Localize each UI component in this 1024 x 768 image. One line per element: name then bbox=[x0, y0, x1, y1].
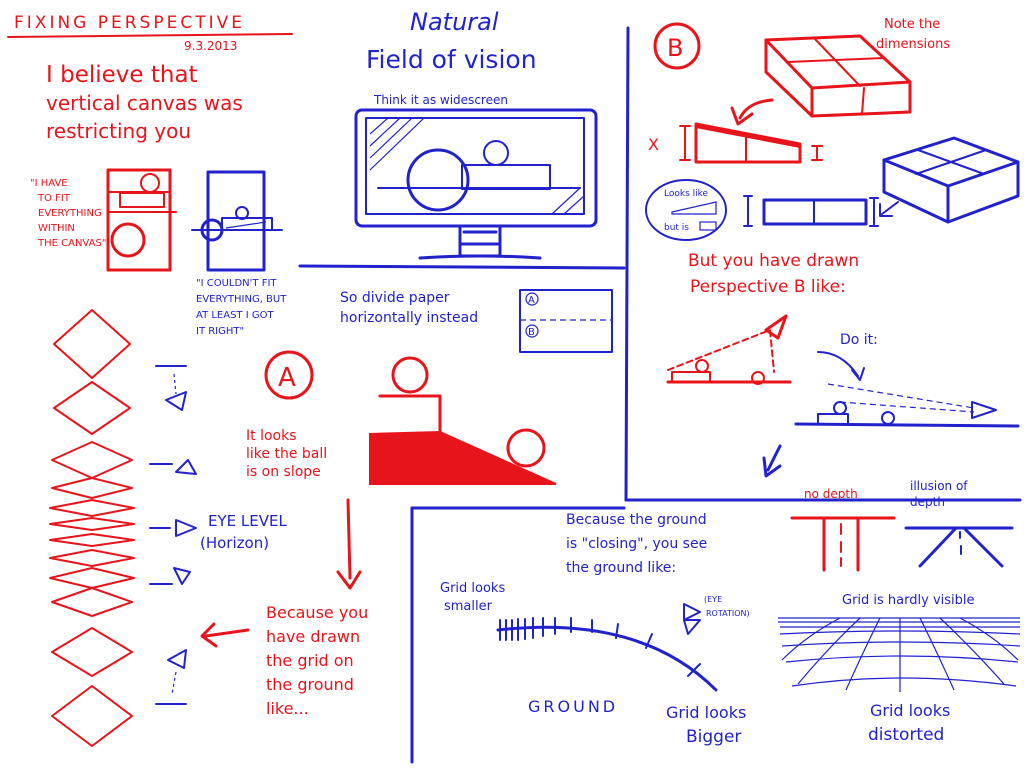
because-grid-line-4: the ground bbox=[266, 675, 354, 694]
quote-couldnt-fit: "I COULDN'T FIT EVERYTHING, BUT AT LEAST… bbox=[196, 278, 287, 337]
distorted-line-1: Grid looks bbox=[870, 701, 950, 720]
red-slope-shape bbox=[369, 430, 557, 485]
section-b: B Note the dimensions X Looks like bbox=[645, 17, 1020, 297]
distorted-line-2: distorted bbox=[868, 725, 944, 745]
grid-bigger-label: Grid looks Bigger bbox=[666, 703, 746, 747]
divide-panel-b: B bbox=[528, 327, 535, 338]
intro-line-1: I believe that bbox=[46, 62, 198, 88]
do-it-diagram: Do it: bbox=[762, 332, 1020, 478]
quote-fit-everything: "I HAVE TO FIT EVERYTHING WITHIN THE CAN… bbox=[30, 178, 106, 249]
smaller-line-2: smaller bbox=[444, 599, 493, 614]
note-line-2: dimensions bbox=[876, 37, 950, 52]
eye-level-line-2: (Horizon) bbox=[200, 534, 269, 552]
intro-line-2: vertical canvas was bbox=[46, 91, 243, 115]
eye-level-line-1: EYE LEVEL bbox=[208, 512, 287, 530]
natural-field-heading: Natural Field of vision Think it as wide… bbox=[366, 8, 537, 107]
distorted-grid-diagram: Grid is hardly visible Grid looks distor… bbox=[778, 593, 1021, 745]
quote-couldnt-line-4: IT RIGHT" bbox=[196, 326, 244, 337]
do-it-label: Do it: bbox=[840, 332, 878, 348]
illusion-depth-road: illusion of depth bbox=[904, 479, 1014, 568]
vertical-canvas-blue-sketch bbox=[191, 170, 283, 272]
intro-line-3: restricting you bbox=[46, 119, 191, 143]
looks-like-line-1: Looks like bbox=[664, 189, 709, 199]
divide-line-1: So divide paper bbox=[340, 290, 450, 306]
quote-fit-line-2: TO FIT bbox=[37, 193, 71, 204]
illusion-line-2: depth bbox=[910, 495, 945, 509]
grid-smaller-label: Grid looks smaller bbox=[440, 581, 505, 614]
divide-line-2: horizontally instead bbox=[340, 310, 478, 326]
quote-fit-line-1: "I HAVE bbox=[30, 178, 68, 189]
sheet-date: 9.3.2013 bbox=[184, 39, 237, 53]
bigger-line-1: Grid looks bbox=[666, 703, 746, 722]
closing-line-1: Because the ground bbox=[566, 512, 707, 528]
section-a-marker: A bbox=[278, 363, 296, 393]
because-grid-line-2: have drawn bbox=[266, 627, 360, 646]
monitor-sketch bbox=[298, 108, 626, 270]
widescreen-caption: Think it as widescreen bbox=[373, 93, 508, 107]
no-depth-label: no depth bbox=[804, 487, 858, 501]
monitor-glare-lines bbox=[369, 117, 585, 215]
section-a: A It looks like the ball is on slope bbox=[246, 350, 557, 590]
quote-fit-line-4: WITHIN bbox=[38, 223, 75, 234]
section-a-line-1: It looks bbox=[246, 428, 297, 444]
smaller-line-1: Grid looks bbox=[440, 581, 505, 596]
vertical-canvas-red-sketch bbox=[106, 168, 177, 272]
natural-line-1: Natural bbox=[410, 8, 499, 36]
eye-level-markers bbox=[149, 365, 197, 705]
eye-rotation-line-2: ROTATION) bbox=[706, 609, 750, 618]
divide-panel-a: A bbox=[528, 295, 535, 306]
quote-couldnt-line-3: AT LEAST I GOT bbox=[196, 310, 274, 321]
section-a-line-2: like the ball bbox=[246, 446, 327, 462]
curved-ground-diagram: GROUND bbox=[496, 617, 718, 716]
closing-line-2: is "closing", you see bbox=[566, 536, 707, 552]
drawn-b-line-1: But you have drawn bbox=[688, 251, 859, 271]
red-box-3d bbox=[764, 34, 912, 118]
note-line-1: Note the bbox=[884, 17, 940, 32]
closing-note: Because the ground is "closing", you see… bbox=[566, 512, 707, 576]
section-divider-lines bbox=[410, 26, 1022, 764]
because-grid-line-1: Because you bbox=[266, 603, 368, 622]
diamond-grid-stack bbox=[49, 309, 135, 747]
quote-fit-line-5: THE CANVAS" bbox=[37, 238, 106, 249]
no-depth-road: no depth bbox=[790, 487, 896, 572]
section-a-line-3: is on slope bbox=[246, 464, 321, 480]
quote-couldnt-line-1: "I COULDN'T FIT bbox=[196, 278, 277, 289]
illusion-line-1: illusion of bbox=[910, 479, 968, 493]
natural-line-2: Field of vision bbox=[366, 45, 537, 74]
looks-like-line-2: but is bbox=[664, 223, 689, 233]
blue-box-3d bbox=[882, 136, 1020, 224]
eye-rotation-marker: (EYE ROTATION) bbox=[683, 595, 750, 635]
wrong-perspective-diagram bbox=[666, 314, 792, 385]
red-slab-fill bbox=[696, 124, 800, 148]
divide-horizontally-note: So divide paper horizontally instead A B bbox=[340, 289, 613, 353]
ground-label: GROUND bbox=[528, 697, 618, 716]
eye-level-label: EYE LEVEL (Horizon) bbox=[200, 512, 287, 552]
eye-rotation-line-1: (EYE bbox=[704, 595, 722, 604]
because-grid-line-5: like... bbox=[266, 699, 309, 718]
sheet-title: FIXING PERSPECTIVE bbox=[14, 13, 245, 33]
quote-fit-line-3: EVERYTHING bbox=[38, 208, 102, 219]
hardly-visible-label: Grid is hardly visible bbox=[842, 593, 975, 608]
because-grid-line-3: the grid on bbox=[266, 651, 354, 670]
closing-line-3: the ground like: bbox=[566, 560, 676, 576]
x-mark: X bbox=[648, 135, 659, 154]
bigger-line-2: Bigger bbox=[686, 727, 741, 747]
because-grid-note: Because you have drawn the grid on the g… bbox=[200, 603, 368, 718]
quote-couldnt-line-2: EVERYTHING, BUT bbox=[196, 294, 287, 305]
intro-text: I believe that vertical canvas was restr… bbox=[46, 62, 243, 143]
section-b-marker: B bbox=[667, 34, 683, 62]
drawn-b-line-2: Perspective B like: bbox=[690, 277, 846, 297]
